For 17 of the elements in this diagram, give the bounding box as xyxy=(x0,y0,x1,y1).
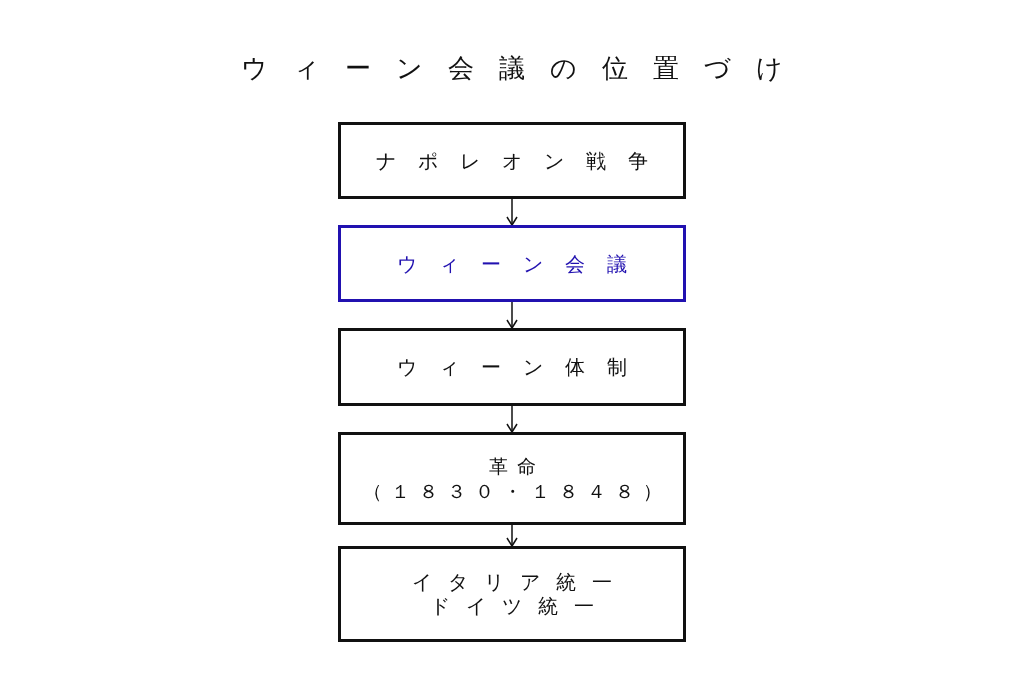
node-label: イタリア統一 xyxy=(412,570,628,594)
node-label: ドイツ統一 xyxy=(430,594,610,618)
node-label: 革命 xyxy=(488,453,545,479)
process-box xyxy=(338,122,686,199)
process-box xyxy=(338,328,686,406)
node-label: （１８３０・１８４８） xyxy=(362,478,671,504)
node-label: ウィーン会議 xyxy=(397,250,649,277)
arrow xyxy=(506,524,518,547)
arrow xyxy=(506,301,518,329)
arrow xyxy=(506,405,518,433)
process-box xyxy=(338,432,686,525)
process-box xyxy=(338,225,686,302)
diagram-title: ウィーン会議の位置づけ xyxy=(241,53,808,83)
node-label: ナポレオン戦争 xyxy=(376,147,670,174)
arrow xyxy=(506,198,518,226)
node-label: ウィーン体制 xyxy=(397,354,649,380)
process-box xyxy=(338,546,686,642)
